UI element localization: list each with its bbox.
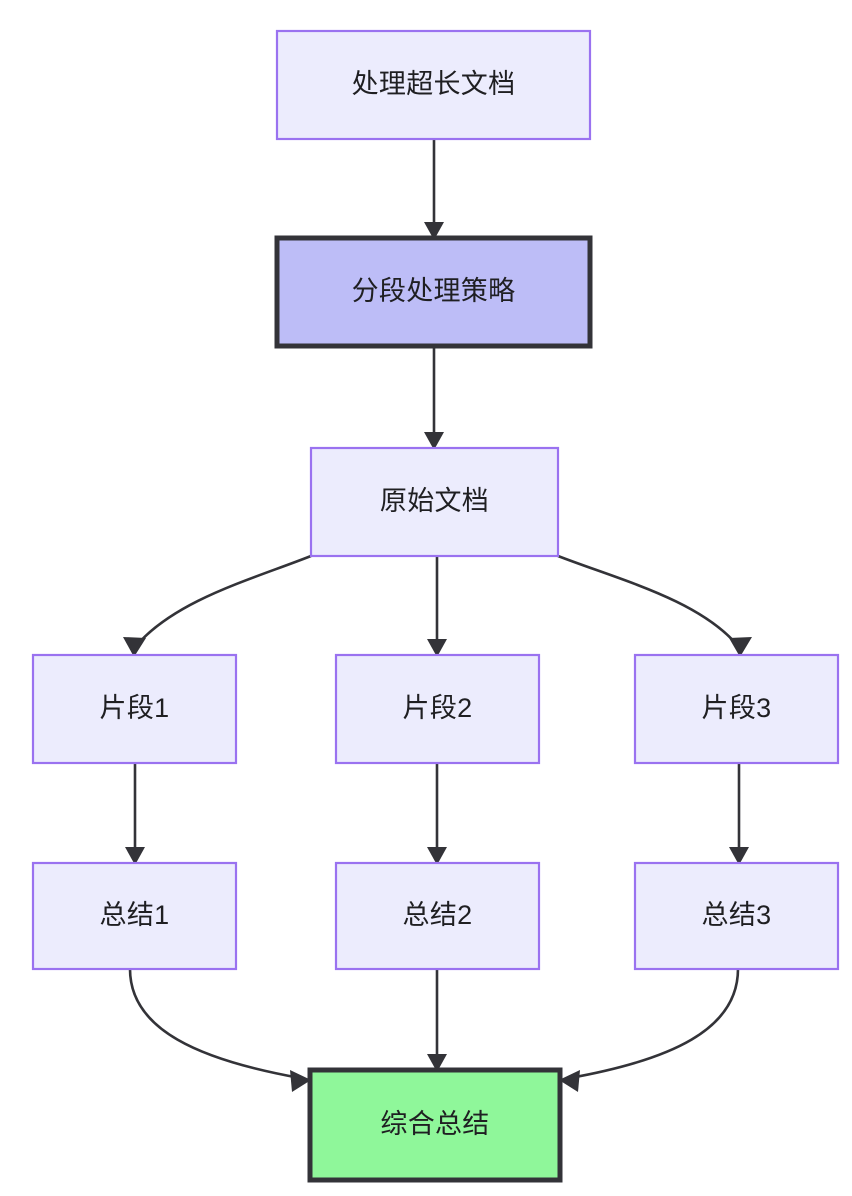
arrow-head-icon <box>427 847 447 865</box>
node-n2[interactable]: 分段处理策略 <box>274 235 593 349</box>
node-box-n10[interactable] <box>307 1067 563 1183</box>
arrow-head-icon <box>123 637 146 657</box>
node-n5[interactable]: 片段2 <box>334 653 541 765</box>
node-label-n6: 片段3 <box>702 693 772 723</box>
arrow-head-icon <box>427 639 447 657</box>
node-box-n8[interactable] <box>334 861 541 971</box>
arrow-head-icon <box>424 432 444 450</box>
node-label-n8: 总结2 <box>403 900 473 930</box>
arrow-head-icon <box>427 1054 447 1072</box>
arrow-head-icon <box>125 847 145 865</box>
arrow-head-icon <box>290 1070 311 1092</box>
arrowheads-layer <box>123 222 752 1092</box>
node-box-n9[interactable] <box>633 861 840 971</box>
edge-n7-to-n10 <box>128 968 301 1080</box>
node-label-n9: 总结3 <box>702 900 772 930</box>
node-n1[interactable]: 处理超长文档 <box>275 29 592 141</box>
edges-layer <box>128 139 741 1080</box>
node-n7[interactable]: 总结1 <box>31 861 238 971</box>
node-box-n6[interactable] <box>633 653 840 765</box>
node-box-n7[interactable] <box>31 861 238 971</box>
node-label-n3: 原始文档 <box>380 486 489 516</box>
node-n9[interactable]: 总结3 <box>633 861 840 971</box>
node-n3[interactable]: 原始文档 <box>309 446 560 558</box>
edge-n3-to-n4 <box>134 554 312 648</box>
edge-n3-to-n6 <box>557 554 740 648</box>
arrow-head-icon <box>559 1070 580 1092</box>
node-n8[interactable]: 总结2 <box>334 861 541 971</box>
node-label-n7: 总结1 <box>100 900 170 930</box>
node-box-n2[interactable] <box>274 235 593 349</box>
node-label-n5: 片段2 <box>403 693 473 723</box>
node-box-n5[interactable] <box>334 653 541 765</box>
arrow-head-icon <box>424 222 444 240</box>
node-n10[interactable]: 综合总结 <box>307 1067 563 1183</box>
node-label-n1: 处理超长文档 <box>352 69 516 99</box>
node-n6[interactable]: 片段3 <box>633 653 840 765</box>
arrow-head-icon <box>729 637 752 657</box>
node-box-n4[interactable] <box>31 653 238 765</box>
node-label-n10: 综合总结 <box>380 1109 489 1139</box>
node-box-n3[interactable] <box>309 446 560 558</box>
node-box-n1[interactable] <box>275 29 592 141</box>
edge-n9-to-n10 <box>569 968 740 1080</box>
arrow-head-icon <box>729 847 749 865</box>
node-label-n4: 片段1 <box>100 693 170 723</box>
node-n4[interactable]: 片段1 <box>31 653 238 765</box>
node-label-n2: 分段处理策略 <box>352 276 516 306</box>
